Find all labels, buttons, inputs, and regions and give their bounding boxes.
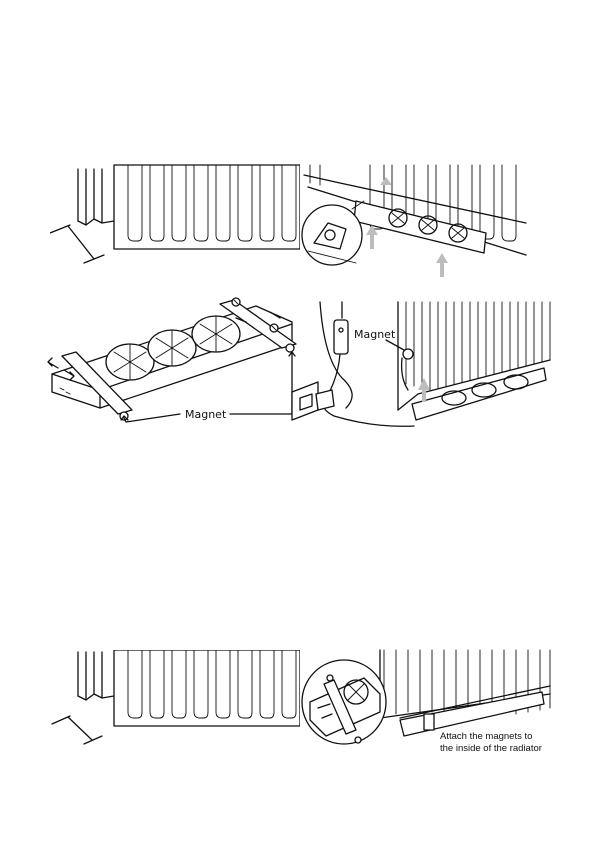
attach-caption-line-2: the inside of the radiator <box>440 743 570 755</box>
magnet-label-radiator: Magnet <box>354 328 396 341</box>
fan-unit-under-radiator <box>412 368 546 420</box>
magnet-label-fan: Magnet <box>185 408 227 421</box>
power-connection-illustration: Magnet <box>290 298 555 438</box>
radiator-clearance-illustration-bottom <box>50 650 300 750</box>
attach-zoom-inset <box>302 660 386 744</box>
attach-magnets-caption: Attach the magnets to the inside of the … <box>440 731 570 755</box>
clearance-dimension-bottom <box>52 716 102 744</box>
magnet-radiator-leader <box>386 340 404 350</box>
radiator-magnet <box>403 349 413 359</box>
magnet-bracket-inside <box>424 714 434 730</box>
attach-caption-line-1: Attach the magnets to <box>440 731 570 743</box>
clearance-dimension <box>50 225 104 263</box>
radiator-back-fins <box>78 169 114 225</box>
fan-unit-magnet-illustration: Magnet <box>40 292 305 442</box>
radiator-clearance-illustration-top <box>50 163 300 273</box>
fan-under-radiator-illustration <box>300 163 530 285</box>
radiator-back-fins-bottom <box>78 652 114 700</box>
wall-socket <box>292 382 334 420</box>
power-cable <box>320 302 414 426</box>
